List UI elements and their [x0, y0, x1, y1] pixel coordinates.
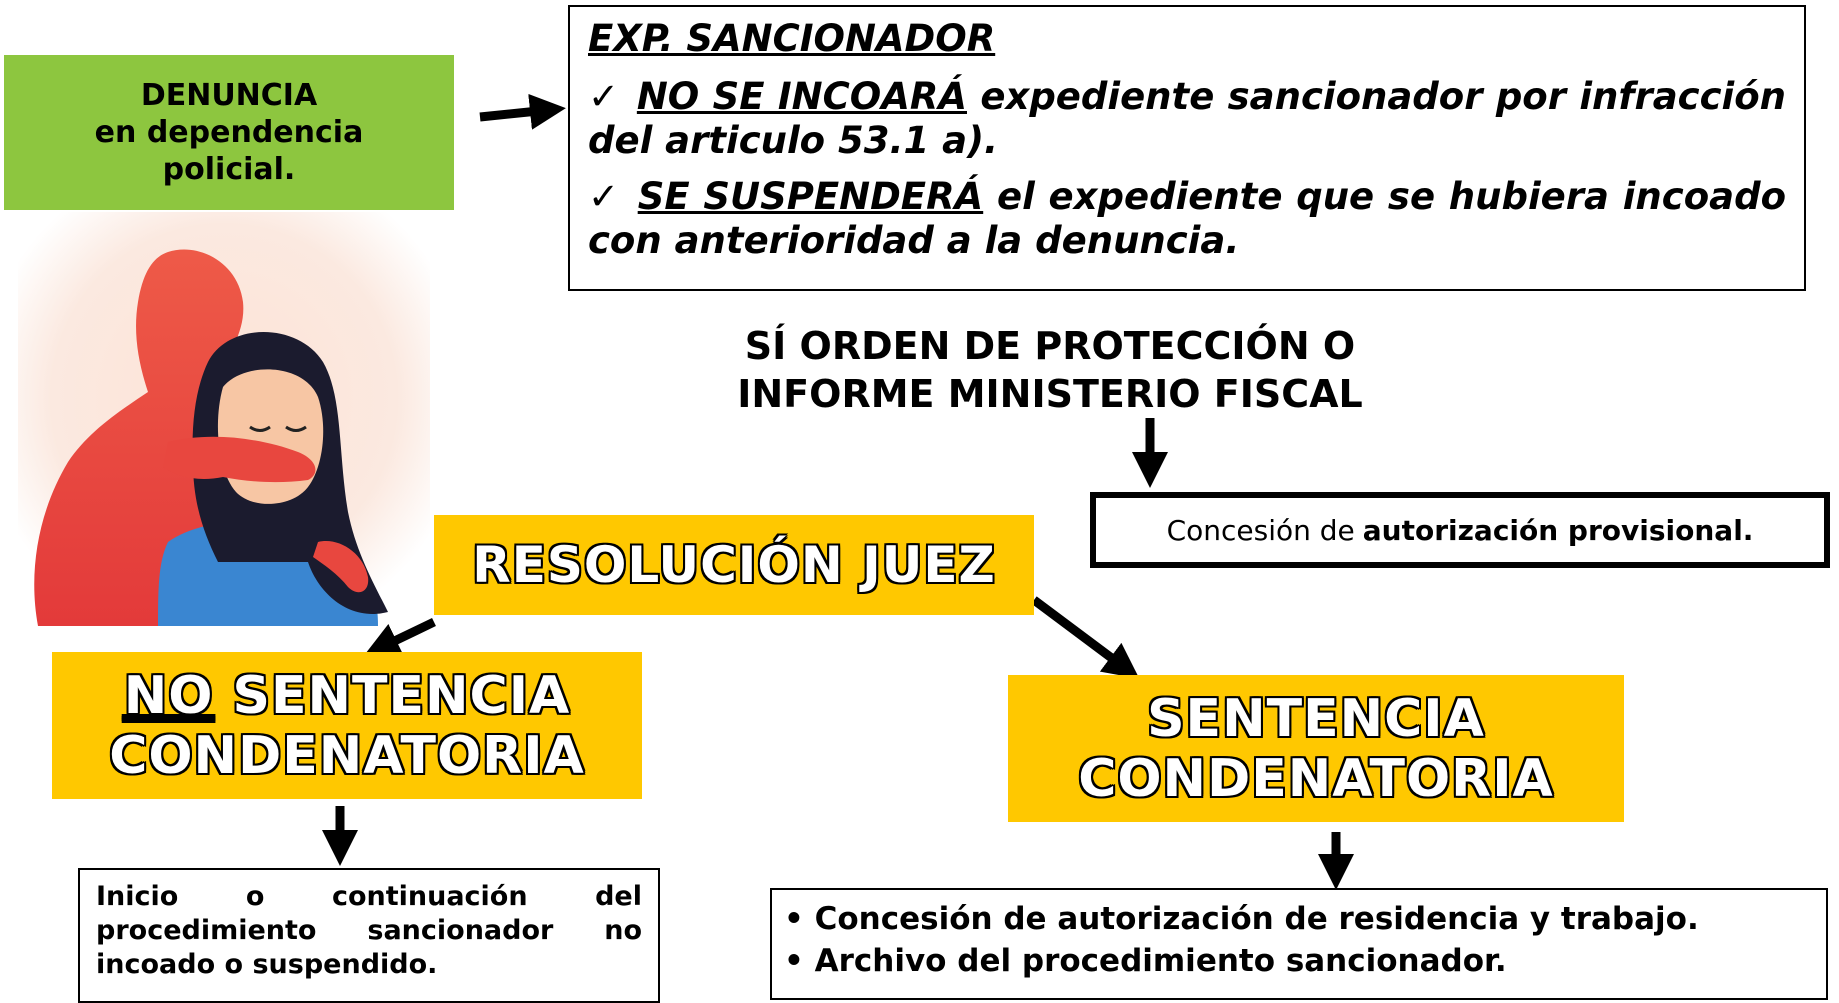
orden-proteccion-heading: SÍ ORDEN DE PROTECCIÓN O INFORME MINISTE… — [640, 322, 1460, 418]
orden-proteccion-line2: INFORME MINISTERIO FISCAL — [737, 372, 1363, 416]
denuncia-box: DENUNCIA en dependencia policial. — [4, 55, 454, 210]
no-incoara-text: expediente sancionador por infracción de… — [588, 75, 1786, 162]
expediente-sancionador-box: EXP. SANCIONADOR ✓ NO SE INCOARÁ expedie… — [568, 5, 1806, 291]
no-incoara-emphasis: NO SE INCOARÁ — [636, 75, 967, 118]
resolucion-juez-box: RESOLUCIÓN JUEZ — [434, 515, 1034, 615]
autorizacion-provisional-box: Concesión de autorización provisional. — [1090, 492, 1830, 568]
resultados-sentencia-box: Concesión de autorización de residencia … — [770, 888, 1828, 1000]
inicio-procedimiento-text: Inicio o continuación del procedimiento … — [96, 881, 642, 980]
resultado-item: Concesión de autorización de residencia … — [784, 898, 1814, 940]
checkmark-icon: ✓ — [588, 75, 620, 118]
no-sentencia-rest: SENTENCIA — [213, 665, 571, 726]
woman-silenced-illustration — [18, 212, 430, 626]
sentencia-condenatoria-box: SENTENCIA CONDENATORIA — [1008, 675, 1624, 822]
arrow-resolucion-to-sentencia — [1031, 596, 1140, 679]
no-word: NO — [123, 665, 214, 726]
inicio-procedimiento-box: Inicio o continuación del procedimiento … — [78, 868, 660, 1003]
arrow-resolucion-to-no-sentencia — [363, 617, 436, 657]
concesion-prefix: Concesión de — [1166, 513, 1355, 547]
resultado-item: Archivo del procedimiento sancionador. — [784, 940, 1814, 982]
expediente-item-no-incoara: ✓ NO SE INCOARÁ expediente sancionador p… — [588, 75, 1786, 163]
checkmark-icon: ✓ — [588, 175, 620, 218]
expediente-item-suspendera: ✓ SE SUSPENDERÁ el expediente que se hub… — [588, 175, 1786, 263]
no-sentencia-line1: NO SENTENCIA — [124, 666, 571, 726]
denuncia-line3: policial. — [162, 152, 296, 187]
resultados-list: Concesión de autorización de residencia … — [784, 898, 1814, 982]
suspendera-emphasis: SE SUSPENDERÁ — [637, 175, 984, 218]
orden-proteccion-line1: SÍ ORDEN DE PROTECCIÓN O — [744, 324, 1356, 368]
autorizacion-provisional-text: autorización provisional. — [1362, 513, 1754, 547]
resolucion-juez-label: RESOLUCIÓN JUEZ — [472, 536, 996, 594]
denuncia-line2: en dependencia — [94, 115, 364, 150]
expediente-title: EXP. SANCIONADOR — [588, 17, 996, 60]
arrow-denuncia-to-expediente — [479, 93, 566, 130]
no-sentencia-line2: CONDENATORIA — [109, 725, 585, 786]
no-sentencia-condenatoria-box: NO SENTENCIA CONDENATORIA — [52, 652, 642, 799]
sentencia-line1: SENTENCIA — [1147, 688, 1485, 749]
sentencia-line2: CONDENATORIA — [1078, 748, 1554, 809]
denuncia-line1: DENUNCIA — [140, 78, 318, 113]
suspendera-text: el expediente que se hubiera incoado con… — [588, 175, 1786, 262]
